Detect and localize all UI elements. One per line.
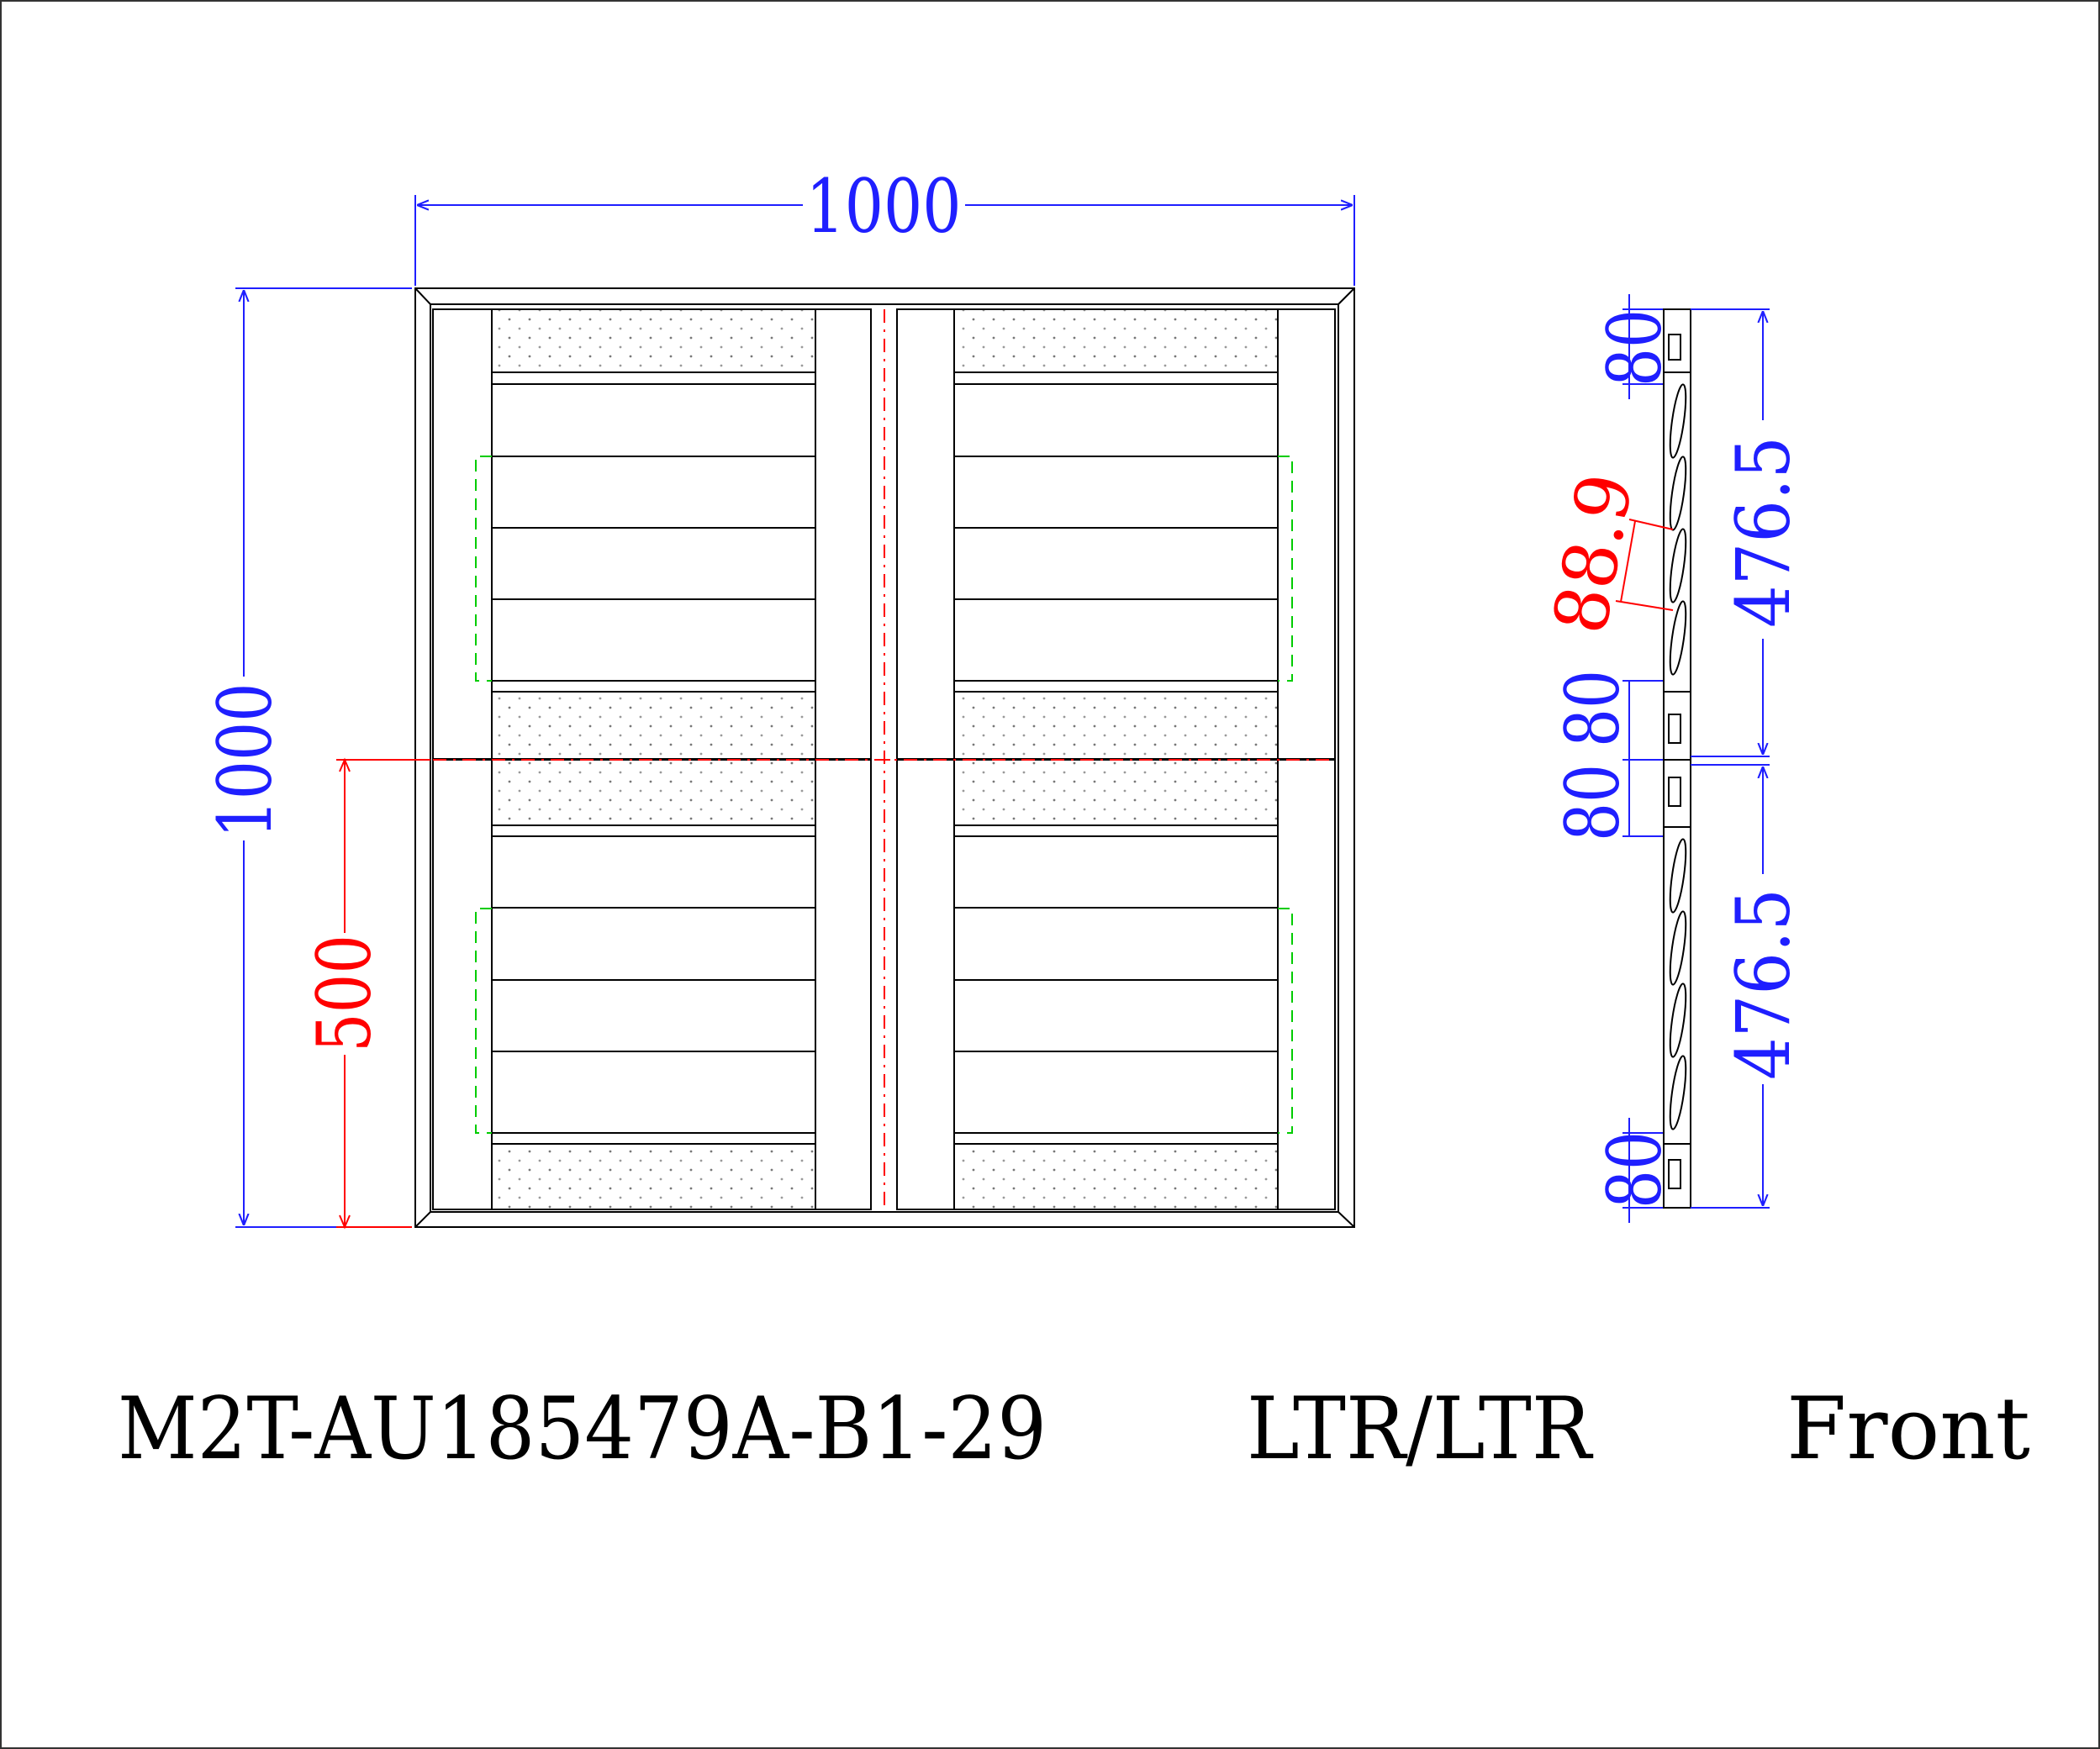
bottom-rail-dimension-label: 80 (1591, 1131, 1678, 1209)
dotted-rail-bottom (953, 691, 1279, 761)
width-dimension (414, 195, 1355, 286)
front-view: 1000 1000 500 (202, 163, 1355, 1230)
frame-miters (414, 287, 1355, 1228)
split-height-dimension (336, 757, 430, 1230)
dotted-rail-top (491, 308, 816, 373)
panel-top-left (432, 308, 872, 761)
upper-panel-height-label: 476.5 (1720, 436, 1807, 628)
louver-spacing-dimension (1615, 519, 1674, 611)
mid-rail-upper-block (1663, 691, 1691, 761)
section-right-dimensions (1691, 308, 1770, 1209)
dotted-rail-top (953, 758, 1279, 826)
dotted-rail-bottom (491, 1143, 816, 1210)
dotted-rail-bottom (953, 1143, 1279, 1210)
inner-frame (430, 303, 1339, 1213)
title-block: M2T-AU185479A-B1-29 LTR/LTR Front (118, 1379, 2030, 1479)
view-label: Front (1786, 1379, 2030, 1479)
dotted-rail-top (491, 758, 816, 826)
mid-rail-lower-label: 80 (1549, 764, 1636, 841)
mid-rail-upper-label: 80 (1549, 670, 1636, 747)
height-dimension-label: 1000 (202, 683, 288, 839)
panel-bottom-left (432, 758, 872, 1210)
top-rail-dimension-label: 80 (1591, 309, 1678, 387)
split-height-dimension-label: 500 (301, 935, 388, 1052)
section-left-dimensions (1622, 294, 1663, 1223)
louver-blades-lower (1669, 838, 1687, 1130)
width-dimension-label: 1000 (806, 163, 962, 250)
panel-bottom-right (896, 758, 1336, 1210)
section-stile (1663, 308, 1691, 1209)
dotted-rail-bottom (491, 691, 816, 761)
panel-top-right (896, 308, 1336, 761)
dotted-rail-top (953, 308, 1279, 373)
louver-blades-upper (1669, 383, 1687, 676)
bottom-rail-block (1663, 1143, 1691, 1209)
section-view: 80 88.9 80 80 80 476.5 476.5 (1537, 294, 1807, 1223)
configuration-label: LTR/LTR (1247, 1379, 1594, 1479)
louver-stop-lines (475, 456, 1293, 1134)
louver-spacing-label: 88.9 (1537, 467, 1649, 640)
outer-frame (414, 287, 1355, 1228)
lower-panel-height-label: 476.5 (1720, 888, 1807, 1080)
model-code: M2T-AU185479A-B1-29 (118, 1379, 1047, 1479)
top-rail-block (1663, 308, 1691, 373)
mid-rail-lower-block (1663, 759, 1691, 828)
